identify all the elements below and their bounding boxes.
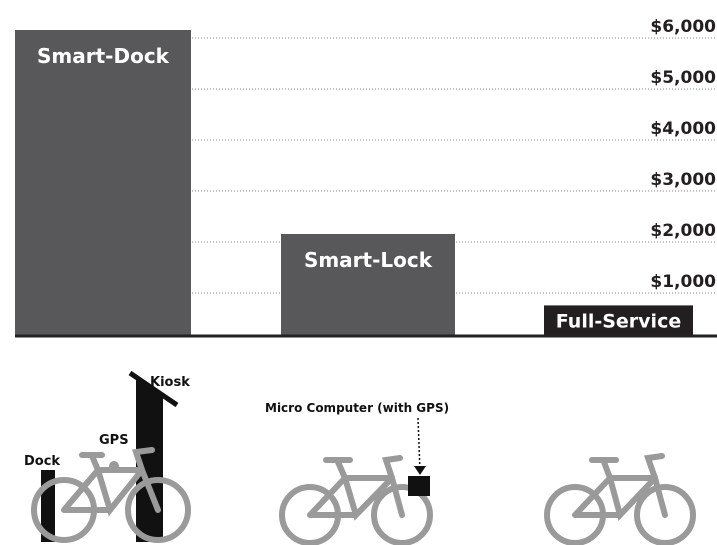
- pointer-arrowhead: [414, 466, 426, 475]
- y-tick-label: $5,000: [650, 68, 716, 88]
- bar-smart-dock: [15, 30, 191, 336]
- bar-label: Full-Service: [556, 310, 681, 332]
- dock-label: Dock: [24, 454, 60, 469]
- bicycle-icon: [279, 455, 433, 545]
- smart-dock-illustration: Kiosk Dock GPS: [24, 370, 191, 543]
- bar-full-service: [544, 305, 693, 336]
- bar-label: Smart-Lock: [304, 248, 433, 272]
- y-tick-label: $2,000: [650, 221, 716, 241]
- y-tick-label: $4,000: [650, 119, 716, 139]
- kiosk-label: Kiosk: [150, 375, 190, 390]
- micro-computer-label: Micro Computer (with GPS): [265, 401, 449, 415]
- y-tick-label: $6,000: [650, 17, 716, 37]
- gps-label: GPS: [99, 433, 129, 448]
- bicycle-icon: [31, 447, 191, 543]
- bar-smart-lock: [281, 234, 455, 336]
- micro-computer-icon: [408, 476, 430, 496]
- smart-lock-illustration: Micro Computer (with GPS): [265, 401, 449, 545]
- gps-device-icon: [109, 461, 119, 471]
- kiosk-roof: [128, 370, 179, 408]
- bars: [15, 30, 693, 336]
- bicycle-icon: [544, 453, 696, 545]
- y-tick-label: $1,000: [650, 272, 716, 292]
- full-service-illustration: [544, 453, 696, 545]
- micro-computer-pointer: [417, 417, 421, 473]
- y-tick-labels: $1,000 $2,000 $3,000 $4,000 $5,000 $6,000: [650, 17, 716, 292]
- bar-label: Smart-Dock: [37, 44, 170, 68]
- y-tick-label: $3,000: [650, 170, 716, 190]
